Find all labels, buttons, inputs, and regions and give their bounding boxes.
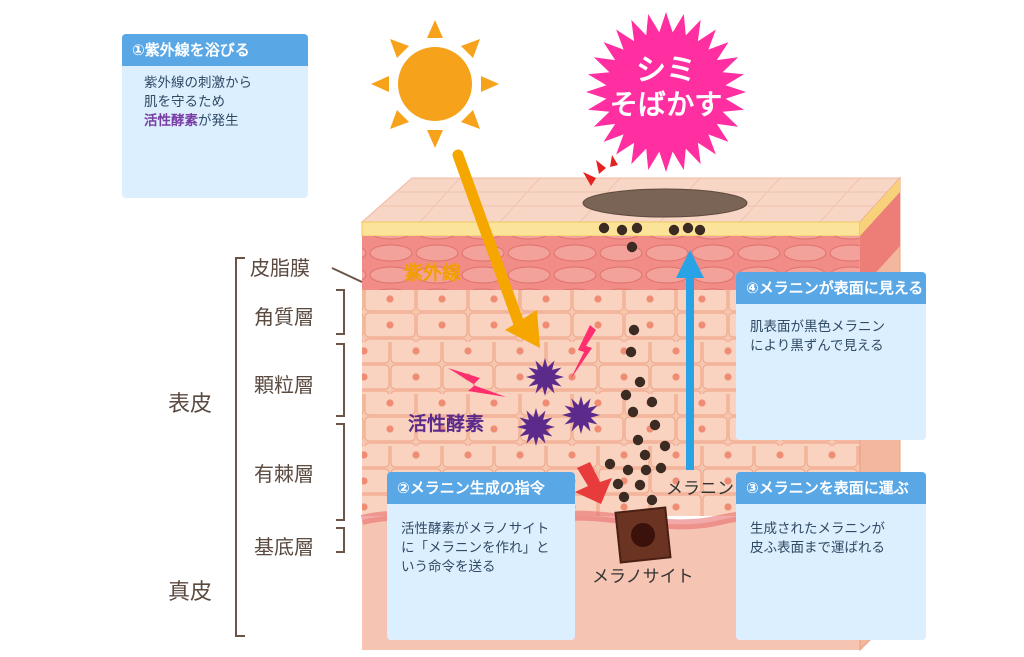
ros-label: 活性酵素 xyxy=(408,412,484,435)
panel4-line2: により黒ずんで見える xyxy=(750,338,884,354)
panel1-line1: 紫外線の刺激から xyxy=(144,75,252,91)
melanin-dot xyxy=(604,458,616,470)
panel1-title: ①紫外線を浴びる xyxy=(122,34,308,66)
melanin-up-arrow xyxy=(676,250,704,470)
label-corneum: 角質層 xyxy=(254,305,314,329)
label-basal: 基底層 xyxy=(254,535,314,559)
melanin-dot xyxy=(646,396,658,408)
panel-melanin-command: ②メラニン生成の指令 活性酵素がメラノサイト に「メラニンを作れ」と いう命令を… xyxy=(387,472,575,640)
panel-melanin-transport: ③メラニンを表面に運ぶ 生成されたメラニンが 皮ふ表面まで運ばれる xyxy=(736,472,926,640)
free-radical-icon xyxy=(517,358,600,446)
melanin-dot xyxy=(616,224,628,236)
melanin-dot xyxy=(649,419,661,431)
free-radical xyxy=(526,358,564,396)
burst-line1: シミ xyxy=(636,53,696,88)
label-granular: 顆粒層 xyxy=(254,373,314,397)
label-sebum: 皮脂膜 xyxy=(250,256,310,280)
panel1-suffix: が発生 xyxy=(198,113,239,129)
panel-uv-exposure: ①紫外線を浴びる 紫外線の刺激から 肌を守るため 活性酵素が発生 xyxy=(122,34,308,198)
alert-marks xyxy=(583,155,618,186)
melanin-dot xyxy=(659,440,671,452)
melanin-dot xyxy=(627,406,639,418)
layer-brackets xyxy=(235,257,363,637)
uv-label: 紫外線 xyxy=(404,261,461,284)
free-radical xyxy=(562,396,600,434)
melanin-dot xyxy=(622,464,634,476)
label-spinous: 有棘層 xyxy=(254,462,314,486)
panel2-line2: に「メラニンを作れ」と xyxy=(401,540,550,556)
lightning-icon xyxy=(448,325,596,397)
panel2-line1: 活性酵素がメラノサイト xyxy=(401,521,550,537)
panel2-title: ②メラニン生成の指令 xyxy=(387,472,575,504)
starburst-badge xyxy=(586,12,746,172)
free-radical xyxy=(517,408,555,446)
panel4-line1: 肌表面が黒色メラニン xyxy=(750,319,885,335)
uv-arrow xyxy=(452,149,540,348)
dark-spot xyxy=(582,188,748,218)
panel2-line3: いう命令を送る xyxy=(401,559,496,575)
melanin-label: メラニン xyxy=(666,479,734,499)
melanin-dot xyxy=(598,222,610,234)
panel3-line2: 皮ふ表面まで運ばれる xyxy=(750,540,885,556)
melanin-dot xyxy=(631,222,643,234)
panel3-line1: 生成されたメラニンが xyxy=(750,521,885,537)
panel3-title: ③メラニンを表面に運ぶ xyxy=(736,472,926,504)
label-epidermis: 表皮 xyxy=(168,392,213,417)
panel4-title: ④メラニンが表面に見える xyxy=(736,272,926,304)
melanin-dot xyxy=(682,222,694,234)
panel1-highlight: 活性酵素 xyxy=(144,113,198,129)
melanin-dot xyxy=(632,434,644,446)
melanin-dot xyxy=(612,478,624,490)
panel-melanin-visible: ④メラニンが表面に見える 肌表面が黒色メラニン により黒ずんで見える xyxy=(736,272,926,440)
melanocyte-icon xyxy=(614,506,672,564)
melanin-dot xyxy=(655,462,667,474)
skin-block xyxy=(360,176,902,652)
label-dermis: 真皮 xyxy=(168,580,213,605)
sun-icon xyxy=(371,20,499,148)
melanin-dot xyxy=(694,224,706,236)
melanin-dot xyxy=(646,494,658,506)
melanocyte-label: メラノサイト xyxy=(592,567,694,587)
melanin-dot xyxy=(639,449,651,461)
panel1-line2: 肌を守るため xyxy=(144,94,225,110)
melanin-dot xyxy=(618,491,630,503)
signal-arrow xyxy=(575,462,612,504)
melanin-dot xyxy=(626,241,638,253)
melanin-dot xyxy=(625,346,637,358)
melanin-dot xyxy=(640,464,652,476)
burst-line2: そばかす xyxy=(610,88,723,121)
melanin-dot xyxy=(628,324,640,336)
melanin-dot xyxy=(620,389,632,401)
melanin-dot xyxy=(668,224,680,236)
melanin-dots xyxy=(598,222,706,506)
melanin-dot xyxy=(634,376,646,388)
melanin-dot xyxy=(634,479,646,491)
